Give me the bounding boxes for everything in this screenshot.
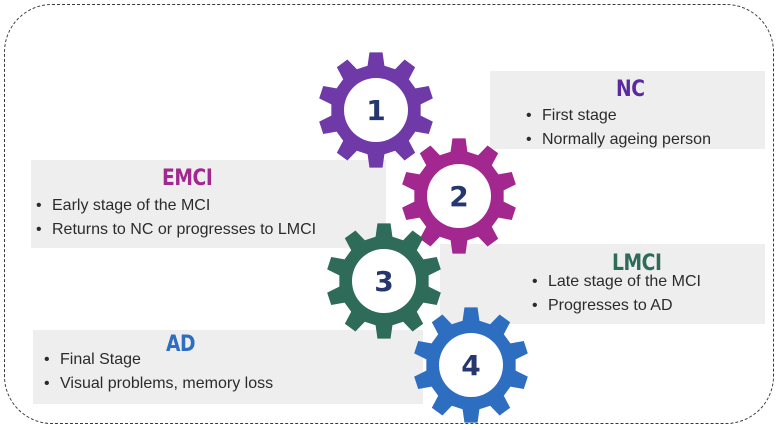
list-item: Returns to NC or progresses to LMCI [34,218,316,242]
list-item: First stage [524,104,711,128]
gear-icon: 1 [319,52,433,168]
list-item: Normally ageing person [524,128,711,152]
stage-nc-panel: NC First stage Normally ageing person [490,71,765,152]
stage-emci-panel: EMCI Early stage of the MCI Returns to N… [31,160,386,248]
stage-emci-points: Early stage of the MCI Returns to NC or … [34,194,316,242]
gear-hub [427,164,491,228]
list-item: Progresses to AD [530,294,701,318]
stage-number: 4 [461,349,480,382]
list-item: Early stage of the MCI [34,194,316,218]
stage-number: 2 [449,180,468,213]
stage-lmci-panel: LMCI Late stage of the MCI Progresses to… [440,244,765,324]
gear-hub [439,333,503,397]
list-item: Final Stage [42,348,273,372]
gear-hub [344,78,408,142]
list-item: Late stage of the MCI [530,270,701,294]
list-item: Visual problems, memory loss [42,372,273,396]
gear-icon: 3 [327,223,441,339]
gear-hub [352,249,416,313]
diagram-frame [4,4,774,424]
stage-nc-title: NC [616,77,645,102]
stage-number: 1 [366,94,385,127]
stage-ad-panel: AD Final Stage Visual problems, memory l… [33,330,423,404]
stage-emci-title: EMCI [162,166,213,191]
gear-icon: 4 [414,307,528,423]
stage-number: 3 [374,265,393,298]
stage-lmci-points: Late stage of the MCI Progresses to AD [530,270,701,318]
stage-ad-points: Final Stage Visual problems, memory loss [42,348,273,396]
stage-nc-points: First stage Normally ageing person [524,104,711,152]
gear-icon: 2 [402,138,516,254]
